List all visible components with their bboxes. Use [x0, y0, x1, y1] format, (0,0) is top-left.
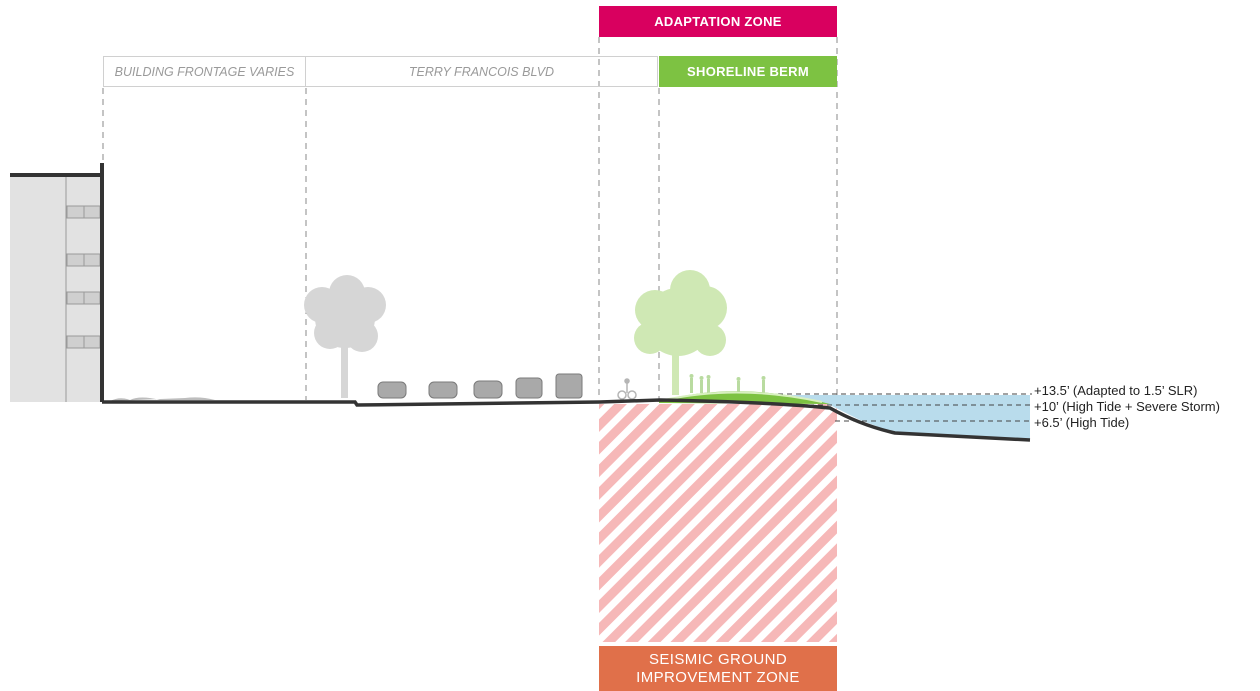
street-tree	[304, 275, 386, 398]
shoreline-berm-text: SHORELINE BERM	[687, 64, 809, 79]
shoreline-tree	[634, 270, 727, 395]
seismic-zone-footer: SEISMIC GROUND IMPROVEMENT ZONE	[599, 646, 837, 691]
water-level-10: +10’ (High Tide + Severe Storm)	[1034, 399, 1220, 414]
seismic-line2: IMPROVEMENT ZONE	[636, 668, 800, 686]
flood-level-lines	[760, 393, 1032, 422]
seismic-line1: SEISMIC GROUND	[648, 650, 788, 668]
water-level-6-5: +6.5’ (High Tide)	[1034, 415, 1130, 430]
terry-francois-text: TERRY FRANCOIS BLVD	[408, 64, 555, 79]
adaptation-zone-header: ADAPTATION ZONE	[599, 6, 837, 37]
zone-guide-lines	[102, 37, 838, 400]
building-frontage-label: BUILDING FRONTAGE VARIES	[103, 56, 306, 87]
water-body	[790, 395, 1030, 440]
terry-francois-label: TERRY FRANCOIS BLVD	[306, 56, 658, 87]
adaptation-zone-text: ADAPTATION ZONE	[654, 14, 782, 29]
building-frontage-text: BUILDING FRONTAGE VARIES	[114, 64, 295, 79]
water-level-13-5: +13.5’ (Adapted to 1.5’ SLR)	[1034, 383, 1198, 398]
seismic-hatch-zone	[599, 404, 837, 642]
shoreline-berm-header: SHORELINE BERM	[659, 56, 837, 87]
vehicles	[377, 373, 583, 399]
ground-debris	[110, 397, 215, 401]
pedestrians	[689, 374, 766, 393]
ground-profile	[102, 398, 1031, 442]
building	[10, 163, 104, 402]
cyclist	[617, 378, 637, 400]
